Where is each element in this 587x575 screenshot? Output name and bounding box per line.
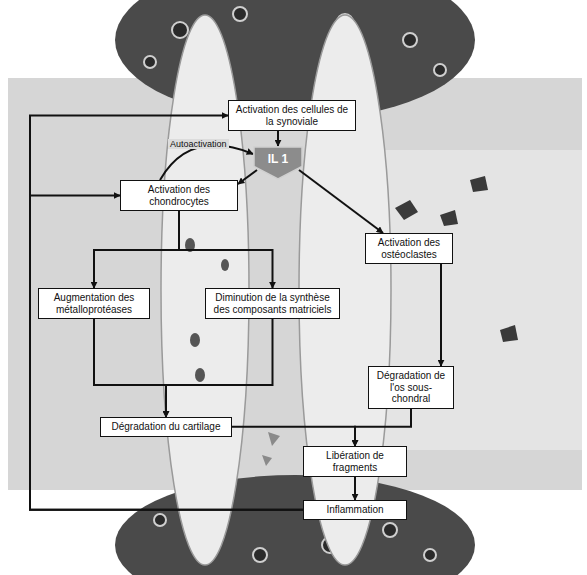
flow-arrow bbox=[94, 319, 166, 417]
process-box: Activation des cellules de la synoviale bbox=[228, 100, 356, 131]
flow-arrow bbox=[179, 211, 273, 288]
flow-arrow bbox=[94, 211, 179, 288]
flow-arrow bbox=[238, 170, 257, 184]
lower-bone-end bbox=[115, 475, 475, 575]
flow-arrow bbox=[232, 427, 355, 446]
process-box: Diminution de la synthèse des composants… bbox=[205, 288, 340, 319]
cartilage-fragments bbox=[262, 432, 280, 466]
edge-label: Autoactivation bbox=[168, 139, 229, 149]
box-text: Augmentation des métalloprotéases bbox=[43, 292, 145, 315]
process-box: Activation des ostéoclastes bbox=[365, 233, 453, 264]
mediator-pentagon: IL 1 bbox=[253, 146, 303, 180]
joint-ground bbox=[8, 78, 582, 490]
process-box: Augmentation des métalloprotéases bbox=[38, 288, 150, 319]
flow-arrow bbox=[277, 131, 279, 146]
box-text: Activation des ostéoclastes bbox=[370, 237, 448, 260]
flow-arrow bbox=[355, 409, 411, 447]
flow-arrow bbox=[299, 170, 383, 233]
flow-arrow bbox=[30, 196, 303, 510]
box-text: Diminution de la synthèse des composants… bbox=[210, 292, 335, 315]
flow-arrow bbox=[354, 477, 356, 500]
box-text: Libération de fragments bbox=[308, 450, 402, 473]
box-text: Dégradation du cartilage bbox=[105, 421, 227, 433]
process-box: Dégradation du cartilage bbox=[100, 417, 232, 437]
process-box: Activation des chondrocytes bbox=[120, 180, 238, 211]
flow-arrow bbox=[160, 145, 253, 180]
box-text: Activation des cellules de la synoviale bbox=[233, 104, 351, 127]
process-box: Libération de fragments bbox=[303, 446, 407, 477]
box-text: Activation des chondrocytes bbox=[125, 184, 233, 207]
flow-arrow bbox=[440, 264, 442, 366]
box-text: Dégradation de l'os sous-chondral bbox=[373, 370, 449, 405]
box-text: IL 1 bbox=[268, 153, 288, 167]
box-text: Inflammation bbox=[308, 504, 402, 516]
process-box: Dégradation de l'os sous-chondral bbox=[368, 366, 454, 409]
flow-arrow bbox=[166, 319, 273, 417]
process-box: Inflammation bbox=[303, 500, 407, 520]
